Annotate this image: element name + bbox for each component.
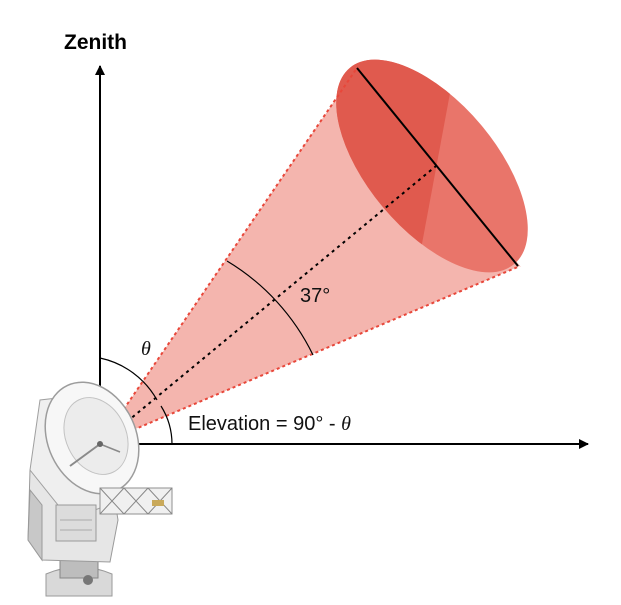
- elevation-arc: [160, 405, 173, 445]
- elevation-label: Elevation = 90° - θ: [188, 413, 351, 435]
- beam-cone: [99, 59, 528, 445]
- aperture-diameter-line: [356, 67, 519, 267]
- cone-edge-upper: [99, 67, 358, 445]
- beam-width-arc: [226, 260, 314, 356]
- radio-telescope-icon: [27, 381, 173, 597]
- theta-arc: [99, 357, 158, 401]
- beam-angle-label: 37°: [300, 285, 330, 307]
- cone-edge-lower: [99, 265, 521, 445]
- theta-label: θ: [141, 338, 151, 360]
- elevation-text: Elevation = 90° -: [188, 413, 341, 435]
- zenith-label: Zenith: [64, 31, 127, 54]
- elevation-theta: θ: [341, 413, 351, 435]
